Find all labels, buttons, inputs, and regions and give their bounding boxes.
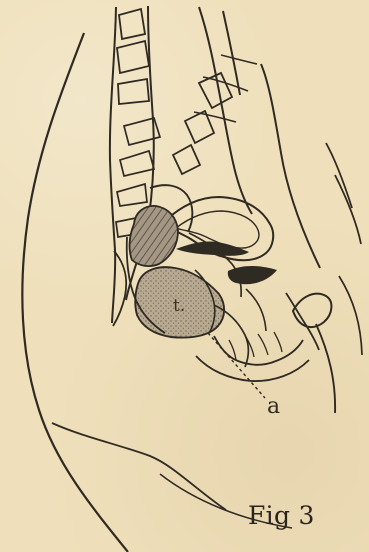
back-contour <box>52 423 226 510</box>
sacrum-segment-3 <box>117 184 147 206</box>
rectal-contour-4 <box>246 289 266 331</box>
vertebra-3 <box>118 79 149 104</box>
right-vertebra-3 <box>173 145 200 174</box>
right-leg-outline <box>339 276 362 355</box>
sacrum-segment-2 <box>120 151 154 176</box>
lower-pelvic-floor <box>214 336 303 365</box>
upper-right-contour-4 <box>335 175 361 244</box>
detail-strokes <box>229 332 282 360</box>
right-hip-outline <box>316 324 335 413</box>
vertebra-2 <box>117 41 149 73</box>
lower-outline-floor <box>196 356 309 381</box>
upper-right-contour-1 <box>199 7 252 214</box>
spine-column-left <box>110 7 116 323</box>
label-a: a <box>267 396 280 418</box>
upper-right-contour-5 <box>326 143 352 208</box>
vertebra-1 <box>119 9 145 39</box>
figure-caption: Fig 3 <box>248 503 315 528</box>
label-t: t. <box>173 298 185 315</box>
body-outline <box>22 33 128 552</box>
hatched-upper-lobe <box>130 206 178 266</box>
pubic-bone <box>293 294 331 327</box>
organ-dark-band-1 <box>176 241 249 255</box>
upper-right-contour-3 <box>261 64 320 268</box>
